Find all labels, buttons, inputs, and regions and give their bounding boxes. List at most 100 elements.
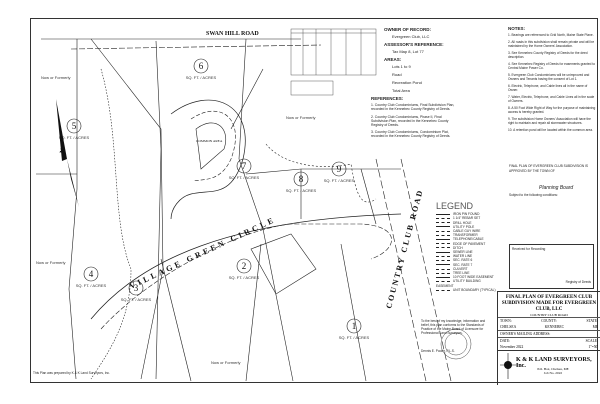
reference-item: 2. Country Club Condominiums, Phase II, … [371,114,449,128]
note-item: 6. Electric, Telephone, and Cable lines … [508,84,588,92]
village-green-circle-line [90,213,402,320]
legend-item: 1 1/4" REBAR SET [436,216,496,220]
legend-symbol [436,218,450,220]
title-block: FINAL PLAN OF EVERGREEN CLUB SUBDIVISION… [497,291,600,385]
legend-symbol [436,226,450,228]
footer-note: This Plan was prepared by K & K Land Sur… [33,371,110,375]
legend-symbol [436,289,450,291]
north-arrow: N [56,99,79,207]
legend-symbol [436,268,450,270]
svg-text:N: N [58,148,67,155]
legend-symbol [436,276,450,278]
lot-number-circle [193,58,209,74]
plat-sheet: SWAN HILL ROAD VILLAGE GREEN CIRCLE COUN… [30,18,600,385]
area-row: Total Area [392,88,410,93]
legend-item: EDGE OF PAVEMENT [436,242,496,246]
lot-area: SQ. FT. / ACRES [121,297,152,302]
abutter-label: Now or Formerly [36,260,66,265]
legend-item: TRANSFORMER [436,233,496,237]
legend-symbol [436,260,450,262]
abutter-label: Now or Formerly [41,75,71,80]
legend-symbol [436,251,450,253]
lot-area: SQ. FT. / ACRES [229,275,260,280]
swan-hill-road-label: SWAN HILL ROAD [206,31,259,37]
lot-number: 5 [72,121,77,131]
lot-number: 8 [299,174,304,184]
lot-number-circle [236,158,252,174]
owner-block: OWNER OF RECORD: Evergreen Club, LLC ASS… [384,27,454,96]
legend-symbol [436,247,450,249]
legend-symbol [436,230,450,232]
area-row: Lots 1 to 9 [392,64,411,69]
lot-area: SQ. FT. / ACRES [59,135,90,140]
lot-number-circle [128,280,144,296]
lot-number: 7 [242,161,247,171]
lot-number-circle [236,258,252,274]
lot-number-circle [331,161,347,177]
notes-block: NOTES: 1. Bearings are referenced to Gri… [508,26,596,132]
lot-number-circle [293,171,309,187]
lot-number: 9 [337,164,342,174]
abutter-label: Now or Formerly [211,360,241,365]
country-club-road-label: COUNTRY CLUB ROAD [384,188,425,310]
lot-number: 2 [242,261,247,271]
legend-item: SEC. RATE 6 [436,258,496,262]
legend-item: WATER LINE [436,254,496,258]
reference-item: 1. Country Club Condominiums, Final Subd… [371,103,455,112]
area-row: Road [392,72,402,77]
legend-item: TREE LINE [436,271,496,275]
note-item: 7. Water, Electric, Telephone, and Cable… [508,95,595,103]
approval-block: FINAL PLAN OF EVERGREEN CLUB SUBDIVISION… [509,164,589,197]
abutter-label: Now or Formerly [286,115,316,120]
legend-symbol [436,213,450,215]
legend-item: IRON PIN FOUND [436,212,496,216]
lot-number-circle [83,266,99,282]
legend-item: 10 FOOT WIDE EASEMENT [436,275,496,279]
note-item: 2. All roads in this subdivision shall r… [508,40,595,48]
legend-symbol [436,234,450,236]
legend-item: DITCH [436,246,496,250]
reference-item: 3. Country Club Condominiums, Condominiu… [371,130,451,139]
legend-symbol [436,239,450,241]
note-item: 8. A 50 Foot Wide Right of Way for the p… [508,106,596,114]
note-item: 5. Evergreen Club Condominiums will be u… [508,73,590,81]
lot-number: 1 [352,321,357,331]
lot-area: SQ. FT. / ACRES [339,335,370,340]
seal [440,328,472,360]
lot-number: 3 [134,283,139,293]
common-area-label: COMMON AREA [196,139,223,143]
lot-area: SQ. FT. / ACRES [286,188,317,193]
legend-item: UTILITY POLE [436,225,496,229]
legend-symbol [436,281,450,283]
legend-item: CABLE GUY WIRE [436,229,496,233]
legend-item: CULVERT [436,267,496,271]
legend-symbol [436,255,450,257]
note-item: 10. A retention pond will be located wit… [508,128,593,132]
lot-area: SQ. FT. / ACRES [229,175,260,180]
legend-item: SEC. RATE 7 [436,263,496,267]
surveyor-firm: K & K LAND SURVEYORS, Inc. P.O. Box, Che… [498,350,600,383]
legend-item: TELEPHONE/CABLE [436,237,496,241]
note-item: 4. See Kennebec Registry of Deeds for ea… [508,62,595,70]
references-block: REFERENCES: 1. Country Club Condominiums… [371,96,455,139]
lot-number-circle [66,118,82,134]
lot-number: 6 [199,61,204,71]
lot-area: SQ. FT. / ACRES [76,283,107,288]
note-item: 3. See Kennebec County Registry of Deeds… [508,51,588,59]
legend-symbol [436,272,450,274]
lot-area: SQ. FT. / ACRES [324,178,355,183]
legend-symbol [436,264,450,266]
plat-drawing: SWAN HILL ROAD VILLAGE GREEN CIRCLE COUN… [36,28,472,382]
legend-item: UNIT BOUNDARY (TYPICAL) [436,288,496,292]
registry-block: Received for Recording Registry of Deeds [509,244,594,289]
note-item: 9. The subdivision Home Owners' Associat… [508,117,591,125]
legend-symbol [436,243,450,245]
certification: To the best of my knowledge, information… [421,319,486,353]
legend-item: DRILL HOLE [436,221,496,225]
area-row: Recreation Pond [392,80,422,85]
lot-number-circle [346,318,362,334]
legend-symbol [436,222,450,224]
lot-number: 4 [89,269,94,279]
note-item: 1. Bearings are referenced to Grid North… [508,33,594,37]
